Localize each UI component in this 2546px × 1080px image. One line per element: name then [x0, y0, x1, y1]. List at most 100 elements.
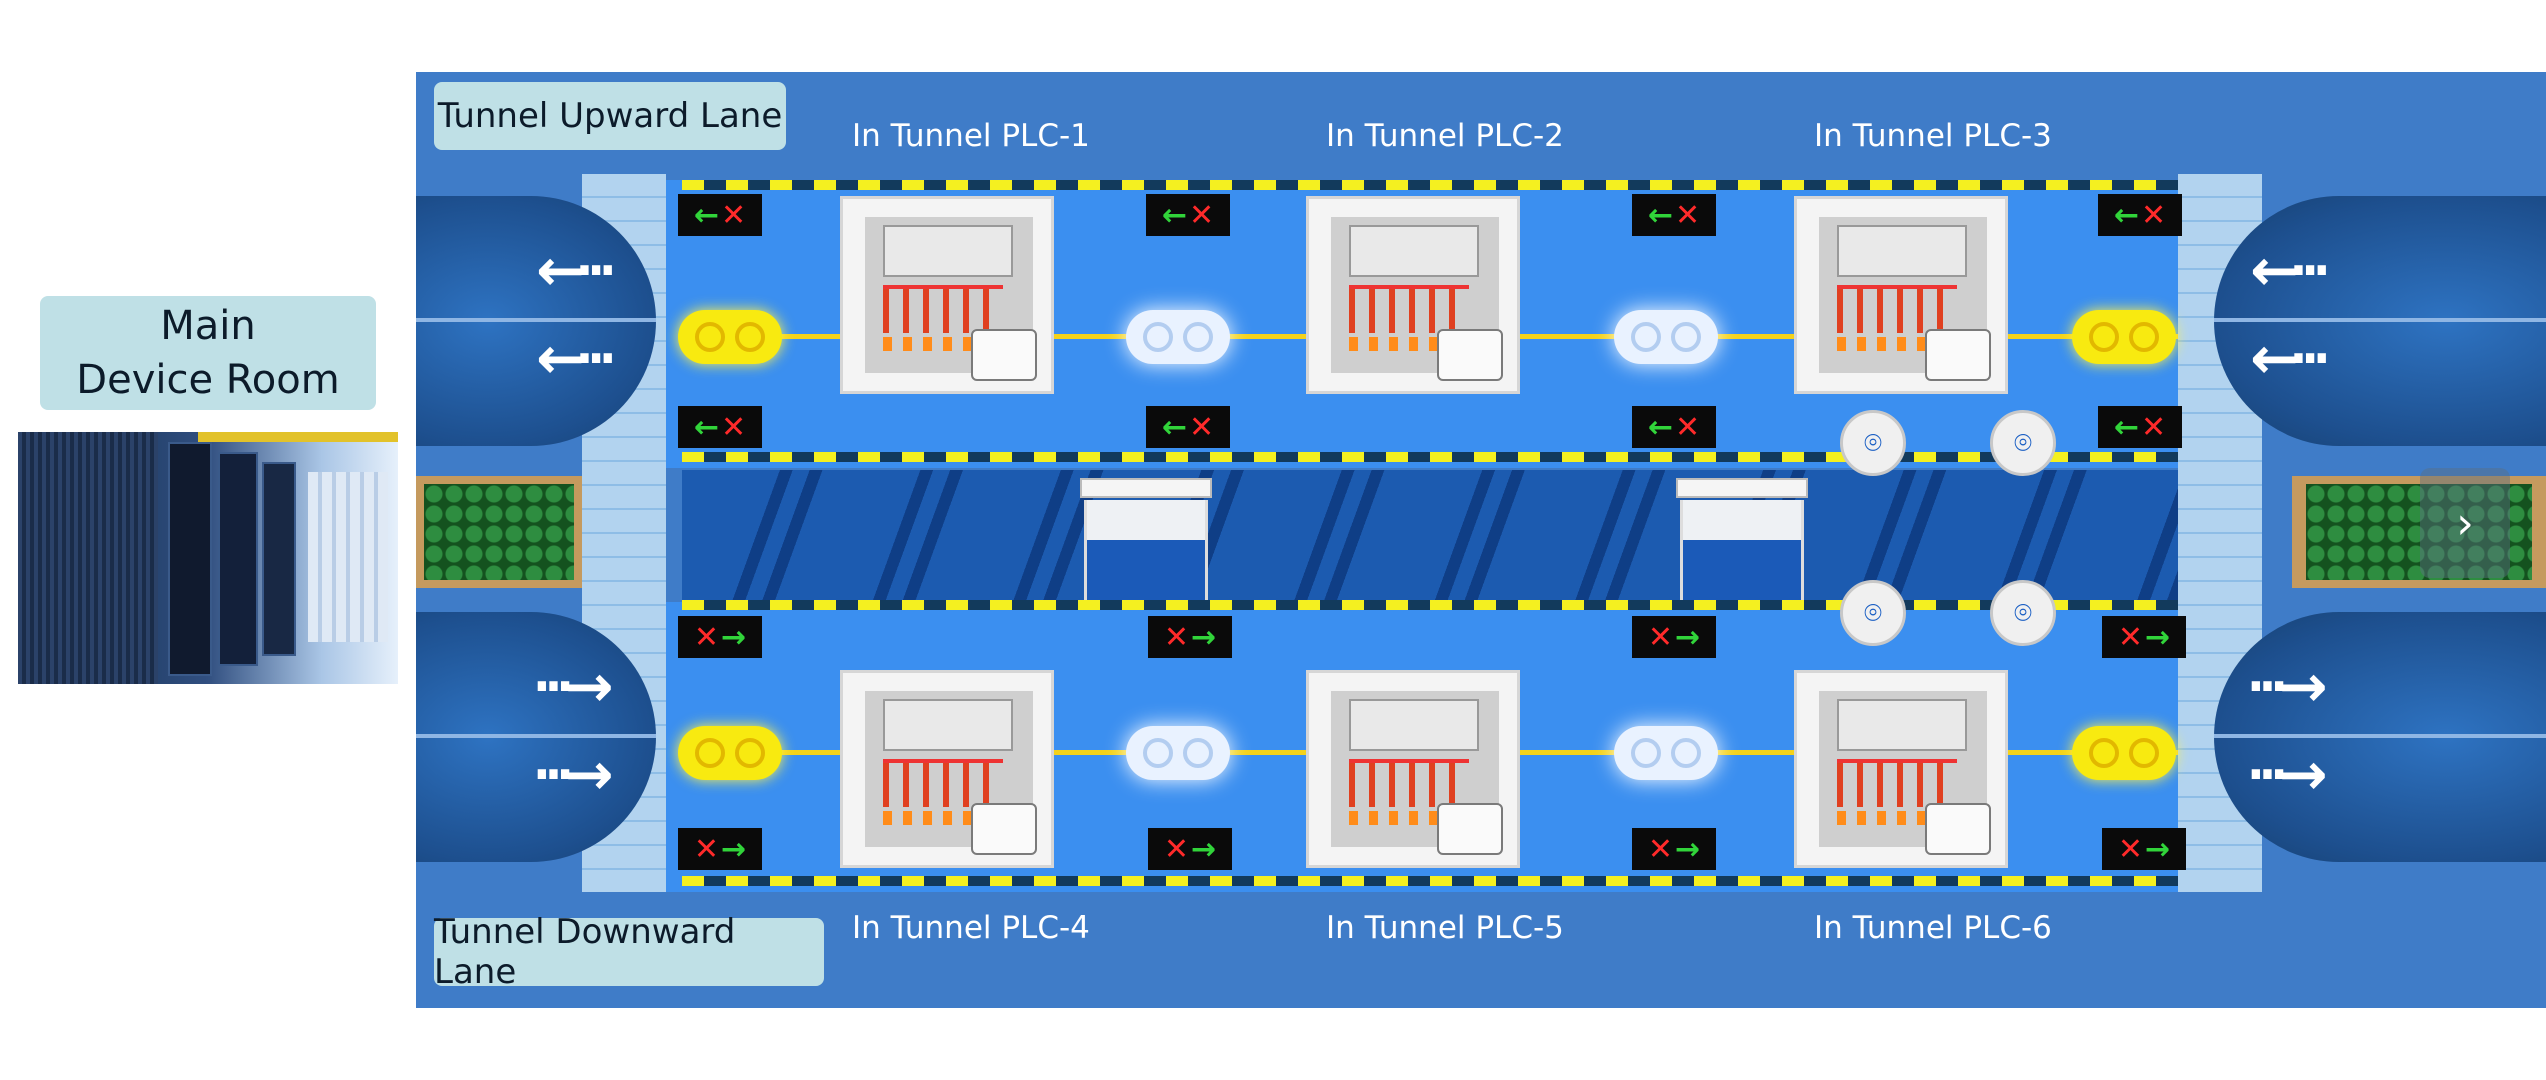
- network-switch-icon: [1925, 803, 1991, 855]
- tunnel-lamp-down-4[interactable]: [2072, 726, 2176, 780]
- red-x-icon: ✕: [2117, 619, 2143, 655]
- lane-signal-down-5[interactable]: ✕→: [678, 828, 762, 870]
- red-x-icon: ✕: [2117, 831, 2143, 867]
- median-hedge-left: [416, 476, 582, 588]
- red-x-icon: ✕: [693, 831, 719, 867]
- lane-signal-up-2[interactable]: ←✕: [1146, 194, 1230, 236]
- plc-cabinet-6[interactable]: [1794, 670, 2008, 868]
- red-x-icon: ✕: [1163, 619, 1189, 655]
- network-switch-icon: [971, 803, 1037, 855]
- tunnel-lamp-up-1[interactable]: [678, 310, 782, 364]
- downward-portal-left: ┅→ ┅→: [416, 612, 656, 862]
- upward-lane-label: Tunnel Upward Lane: [434, 82, 786, 150]
- green-right-arrow-icon: →: [2145, 619, 2171, 655]
- tunnel-lamp-down-2[interactable]: [1126, 726, 1230, 780]
- lane-signal-down-2[interactable]: ✕→: [1148, 616, 1232, 658]
- network-switch-icon: [1437, 329, 1503, 381]
- left-arrow-icon: ←┅: [536, 236, 613, 304]
- plc-title-6: In Tunnel PLC-6: [1814, 910, 2052, 946]
- median-barrier-2: [1676, 478, 1808, 600]
- upward-portal-right: ←┅ ←┅: [2214, 196, 2546, 446]
- green-left-arrow-icon: ←: [2113, 409, 2139, 445]
- downward-lane-label: Tunnel Downward Lane: [434, 912, 824, 992]
- left-arrow-icon: ←┅: [2250, 236, 2327, 304]
- plc-title-5: In Tunnel PLC-5: [1326, 910, 1564, 946]
- surveillance-camera-icon[interactable]: ⌾: [1840, 410, 1906, 476]
- tunnel-median-divider: [682, 470, 2178, 602]
- green-right-arrow-icon: →: [721, 831, 747, 867]
- plc-title-3: In Tunnel PLC-3: [1814, 118, 2052, 154]
- lane-signal-up-6[interactable]: ←✕: [1146, 406, 1230, 448]
- surveillance-camera-icon[interactable]: ⌾: [1840, 580, 1906, 646]
- tunnel-lamp-down-1[interactable]: [678, 726, 782, 780]
- lane-signal-up-8[interactable]: ←✕: [2098, 406, 2182, 448]
- lane-signal-down-6[interactable]: ✕→: [1148, 828, 1232, 870]
- plc-title-4: In Tunnel PLC-4: [852, 910, 1090, 946]
- lane-signal-down-7[interactable]: ✕→: [1632, 828, 1716, 870]
- lane-signal-down-4[interactable]: ✕→: [2102, 616, 2186, 658]
- chevron-right-icon: ›: [2456, 497, 2474, 549]
- lane-signal-up-3[interactable]: ←✕: [1632, 194, 1716, 236]
- hazard-stripe: [682, 452, 2178, 462]
- surveillance-camera-icon[interactable]: ⌾: [1990, 580, 2056, 646]
- green-left-arrow-icon: ←: [1161, 197, 1187, 233]
- main-device-room-label: Main Device Room: [40, 296, 376, 410]
- green-left-arrow-icon: ←: [1161, 409, 1187, 445]
- red-x-icon: ✕: [1163, 831, 1189, 867]
- green-left-arrow-icon: ←: [2113, 197, 2139, 233]
- hazard-stripe: [682, 876, 2178, 886]
- left-arrow-icon: ←┅: [536, 324, 613, 392]
- lane-signal-up-5[interactable]: ←✕: [678, 406, 762, 448]
- main-device-room-line1: Main: [160, 303, 256, 349]
- green-right-arrow-icon: →: [2145, 831, 2171, 867]
- green-right-arrow-icon: →: [1191, 831, 1217, 867]
- tunnel-lamp-down-3[interactable]: [1614, 726, 1718, 780]
- red-x-icon: ✕: [2141, 197, 2167, 233]
- right-arrow-icon: ┅→: [536, 740, 613, 808]
- red-x-icon: ✕: [1647, 831, 1673, 867]
- hazard-stripe: [682, 600, 2178, 610]
- green-left-arrow-icon: ←: [693, 409, 719, 445]
- green-left-arrow-icon: ←: [693, 197, 719, 233]
- surveillance-camera-icon[interactable]: ⌾: [1990, 410, 2056, 476]
- median-barrier-1: [1080, 478, 1212, 600]
- right-arrow-icon: ┅→: [2250, 740, 2327, 808]
- lane-signal-down-1[interactable]: ✕→: [678, 616, 762, 658]
- plc-cabinet-4[interactable]: [840, 670, 1054, 868]
- upward-portal-left: ←┅ ←┅: [416, 196, 656, 446]
- green-right-arrow-icon: →: [1675, 831, 1701, 867]
- green-right-arrow-icon: →: [721, 619, 747, 655]
- plc-cabinet-2[interactable]: [1306, 196, 1520, 394]
- lane-signal-down-3[interactable]: ✕→: [1632, 616, 1716, 658]
- downward-portal-right: ┅→ ┅→: [2214, 612, 2546, 862]
- red-x-icon: ✕: [1189, 409, 1215, 445]
- hazard-stripe: [682, 180, 2178, 190]
- tunnel-lamp-up-4[interactable]: [2072, 310, 2176, 364]
- lane-signal-down-8[interactable]: ✕→: [2102, 828, 2186, 870]
- server-room-photo: [18, 432, 398, 684]
- left-arrow-icon: ←┅: [2250, 324, 2327, 392]
- network-switch-icon: [971, 329, 1037, 381]
- network-switch-icon: [1925, 329, 1991, 381]
- red-x-icon: ✕: [1647, 619, 1673, 655]
- plc-cabinet-1[interactable]: [840, 196, 1054, 394]
- plc-cabinet-5[interactable]: [1306, 670, 1520, 868]
- lane-signal-up-4[interactable]: ←✕: [2098, 194, 2182, 236]
- green-right-arrow-icon: →: [1191, 619, 1217, 655]
- red-x-icon: ✕: [1675, 197, 1701, 233]
- red-x-icon: ✕: [1675, 409, 1701, 445]
- tunnel-area: Tunnel Upward Lane Tunnel Downward Lane …: [416, 72, 2546, 1008]
- tunnel-lamp-up-2[interactable]: [1126, 310, 1230, 364]
- red-x-icon: ✕: [693, 619, 719, 655]
- lane-signal-up-7[interactable]: ←✕: [1632, 406, 1716, 448]
- plc-title-2: In Tunnel PLC-2: [1326, 118, 1564, 154]
- tunnel-lamp-up-3[interactable]: [1614, 310, 1718, 364]
- green-right-arrow-icon: →: [1675, 619, 1701, 655]
- right-arrow-icon: ┅→: [536, 652, 613, 720]
- main-device-room-line2: Device Room: [76, 357, 340, 403]
- plc-cabinet-3[interactable]: [1794, 196, 2008, 394]
- lane-signal-up-1[interactable]: ←✕: [678, 194, 762, 236]
- next-arrow-button[interactable]: ›: [2420, 468, 2510, 578]
- network-switch-icon: [1437, 803, 1503, 855]
- green-left-arrow-icon: ←: [1647, 409, 1673, 445]
